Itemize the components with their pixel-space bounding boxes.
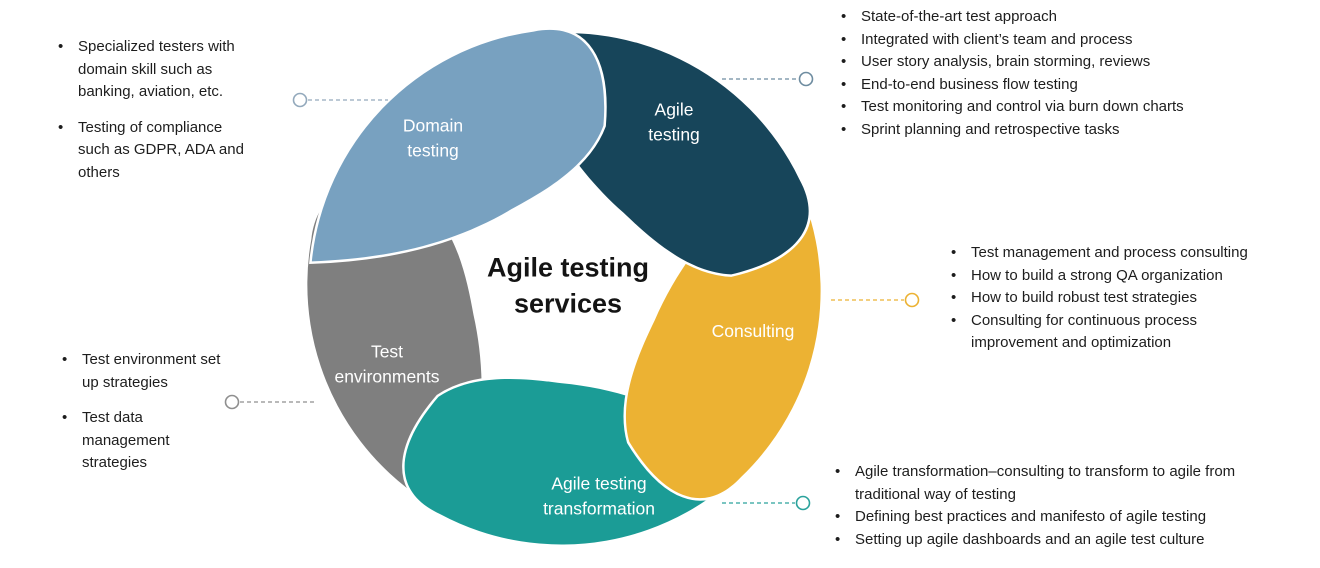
petal-label-agile-testing: Agile testing xyxy=(648,98,700,147)
diagram-title-line1: Agile testing xyxy=(486,252,650,283)
bullet-item: Test management and process consulting xyxy=(945,242,1271,265)
petal-label-domain-testing: Domain testing xyxy=(403,114,463,163)
bullet-item: State-of-the-art test approach xyxy=(835,6,1209,29)
label-text: environments xyxy=(334,366,440,386)
bullet-item: User story analysis, brain storming, rev… xyxy=(835,51,1209,74)
bullet-item: Consulting for continuous process improv… xyxy=(945,310,1271,355)
bullet-item: Test monitoring and control via burn dow… xyxy=(835,96,1209,119)
callout-list-agile-testing: State-of-the-art test approach Integrate… xyxy=(835,6,1209,141)
diagram-title: Agile testing services xyxy=(487,250,649,323)
label-text: Consulting xyxy=(711,320,795,341)
petal-domain-testing xyxy=(309,27,607,264)
label-text: testing xyxy=(648,124,700,144)
connector-agile-testing-dot xyxy=(798,71,814,87)
bullet-item: How to build a strong QA organization xyxy=(945,265,1271,288)
label-text: Domain xyxy=(402,115,464,136)
bullet-item: Integrated with client’s team and proces… xyxy=(835,29,1209,52)
bullet-item: How to build robust test strategies xyxy=(945,287,1271,310)
bullet-item: Defining best practices and manifesto of… xyxy=(829,506,1271,529)
diagram-title-line2: services xyxy=(513,289,623,319)
label-text: Test xyxy=(370,341,404,362)
callout-list-test-environments: Test environment set up strategies Test … xyxy=(56,349,226,475)
bullet-item: Specialized testers with domain skill su… xyxy=(52,36,252,104)
connector-consulting-dot xyxy=(904,292,920,308)
bullet-item: Sprint planning and retrospective tasks xyxy=(835,119,1209,142)
bullet-item: Test environment set up strategies xyxy=(56,349,226,394)
label-text: Agile testing xyxy=(551,473,647,494)
connector-transformation-dot xyxy=(795,495,811,511)
label-text: transformation xyxy=(543,498,655,518)
label-text: Agile xyxy=(654,99,694,120)
label-text: testing xyxy=(407,140,459,160)
connector-test-environments-dot xyxy=(224,394,240,410)
callout-list-domain-testing: Specialized testers with domain skill su… xyxy=(52,36,252,184)
bullet-item: Setting up agile dashboards and an agile… xyxy=(829,529,1271,552)
petal-label-test-environments: Test environments xyxy=(334,340,439,389)
petal-label-agile-testing-transformation: Agile testing transformation xyxy=(543,472,655,521)
bullet-item: Test data management strategies xyxy=(56,407,226,475)
bullet-item: Agile transformation–consulting to trans… xyxy=(829,461,1271,506)
bullet-item: Testing of compliance such as GDPR, ADA … xyxy=(52,117,252,185)
callout-list-consulting: Test management and process consulting H… xyxy=(945,242,1271,355)
petal-label-consulting: Consulting xyxy=(712,319,795,344)
callout-list-agile-testing-transformation: Agile transformation–consulting to trans… xyxy=(829,461,1271,551)
connector-domain-testing-dot xyxy=(292,92,308,108)
bullet-item: End-to-end business flow testing xyxy=(835,74,1209,97)
